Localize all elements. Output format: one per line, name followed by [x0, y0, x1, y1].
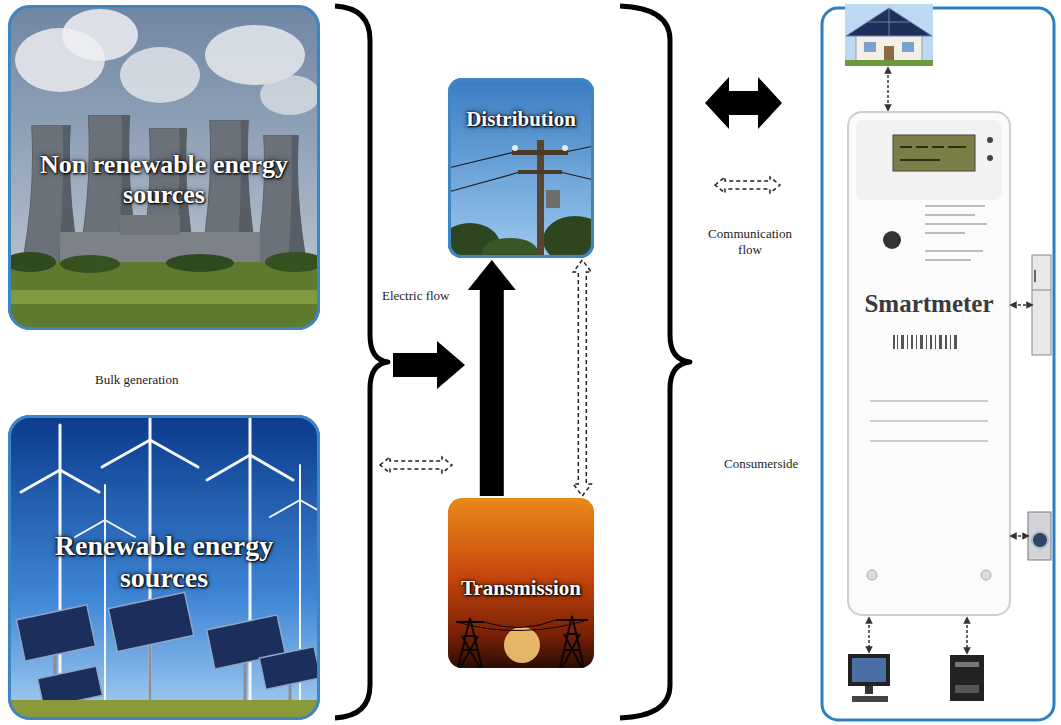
link-arrow	[1013, 304, 1030, 306]
washer-icon	[1028, 512, 1051, 560]
printer-icon	[950, 655, 984, 701]
communication-arrow	[715, 177, 780, 193]
link-arrow	[868, 620, 870, 650]
node-text: Non renewable energy sources	[24, 150, 304, 210]
computer-icon	[848, 654, 890, 702]
smart-meter-device	[848, 112, 1010, 615]
grid-stage-box: Transmission	[448, 498, 594, 668]
consumer-panel	[822, 8, 1054, 720]
link-arrow	[1013, 535, 1026, 537]
section-label: Bulk generation	[95, 372, 178, 388]
node-text: Smartmeter	[864, 290, 993, 319]
link-arrow	[887, 70, 889, 108]
electric-flow-arrow	[705, 77, 782, 129]
energy-source-box: Non renewable energy sources	[8, 5, 320, 330]
node-text: Renewable energy sources	[24, 530, 304, 594]
electric-flow-arrow	[393, 341, 465, 389]
electric-flow-arrow	[468, 260, 516, 496]
energy-source-box: Renewable energy sources	[8, 415, 320, 720]
flow-label: Electric flow	[382, 288, 450, 304]
fridge-icon	[1032, 255, 1051, 355]
smart-meter-box: Smartmeter	[848, 112, 1010, 615]
node-text: Transmission	[461, 576, 581, 600]
node-text: Distribution	[466, 107, 576, 131]
transmission-sunset-photo	[448, 498, 594, 668]
solar-house-icon	[845, 4, 933, 66]
distribution-pole-photo	[448, 78, 594, 258]
grid-stage-box: Distribution	[448, 78, 594, 258]
wind-solar-photo	[8, 415, 320, 720]
link-arrow	[966, 620, 968, 651]
grouping-brace	[620, 6, 690, 718]
grouping-brace	[335, 6, 388, 718]
section-label: Consumerside	[724, 456, 798, 472]
communication-arrow	[573, 260, 591, 496]
communication-arrow	[380, 457, 452, 473]
flow-label: Communication flow	[702, 226, 798, 257]
power-plant-photo	[8, 5, 320, 330]
